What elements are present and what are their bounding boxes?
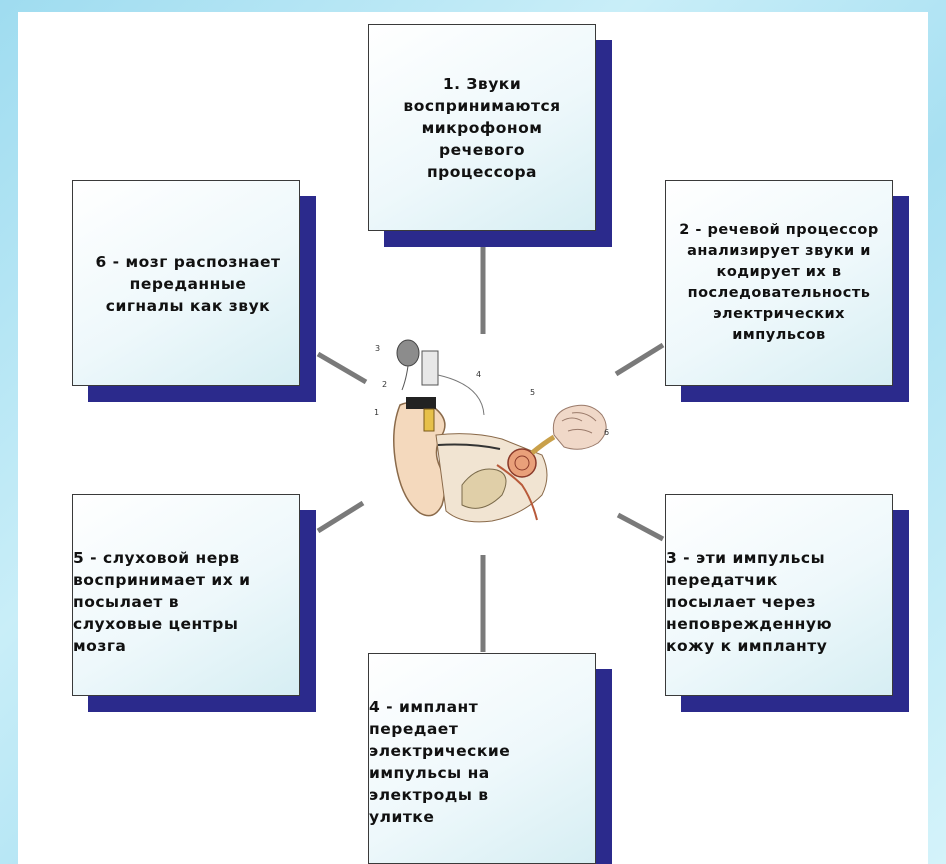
step-2-line: электрических xyxy=(713,304,845,325)
step-5-line: 5 - слуховой нерв xyxy=(73,547,240,569)
connector-5 xyxy=(318,503,363,531)
step-5-line: мозга xyxy=(73,635,126,657)
step-6-line: сигналы как звук xyxy=(102,295,270,317)
callout-label: 2 xyxy=(382,380,387,389)
step-1-line: речевого xyxy=(439,139,525,161)
step-6-line: переданные xyxy=(126,273,247,295)
step-2-line: кодирует их в xyxy=(716,262,841,283)
step-3-line: передатчик xyxy=(666,569,778,591)
step-2-line: 2 - речевой процессор xyxy=(679,220,879,241)
callout-label: 5 xyxy=(530,388,535,397)
step-2-line: импульсов xyxy=(732,325,826,346)
step-5-line: воспринимает их и xyxy=(73,569,251,591)
step-5-line: слуховые центры xyxy=(73,613,238,635)
callout-label: 6 xyxy=(604,428,609,437)
step-card-4: 4 - имплант передает электрические импул… xyxy=(368,653,596,864)
step-2-line: анализирует звуки и xyxy=(687,241,871,262)
ear-implant-illustration: 3 2 1 4 5 6 xyxy=(372,335,612,535)
step-6-line: 6 - мозг распознает xyxy=(91,251,280,273)
step-4-line: 4 - имплант xyxy=(369,696,478,718)
step-3-line: посылает через xyxy=(666,591,816,613)
step-2-line: последовательность xyxy=(688,283,871,304)
step-1-line: процессора xyxy=(427,161,537,183)
step-4-line: импульсы на xyxy=(369,762,490,784)
step-card-5: 5 - слуховой нерв воспринимает их и посы… xyxy=(72,494,300,696)
step-1-line: воспринимаются xyxy=(403,95,560,117)
step-card-3: 3 - эти импульсы передатчик посылает чер… xyxy=(665,494,893,696)
step-3-line: кожу к импланту xyxy=(666,635,827,657)
step-3-line: неповрежденную xyxy=(666,613,832,635)
connector-2 xyxy=(616,345,663,374)
step-4-line: улитке xyxy=(369,806,434,828)
transmitter-icon xyxy=(422,351,438,385)
connector-3 xyxy=(618,515,663,539)
step-4-line: электрические xyxy=(369,740,510,762)
step-card-2: 2 - речевой процессор анализирует звуки … xyxy=(665,180,893,386)
brain-icon xyxy=(553,405,606,449)
callout-label: 4 xyxy=(476,370,481,379)
step-4-line: электроды в xyxy=(369,784,489,806)
callout-label: 1 xyxy=(374,408,379,417)
step-card-6: 6 - мозг распознает переданные сигналы к… xyxy=(72,180,300,386)
step-5-line: посылает в xyxy=(73,591,179,613)
connector-6 xyxy=(318,354,366,382)
step-1-line: микрофоном xyxy=(422,117,543,139)
step-3-line: 3 - эти импульсы xyxy=(666,547,825,569)
outer-ear-icon xyxy=(394,402,445,516)
step-4-line: передает xyxy=(369,718,458,740)
processor-disc-icon xyxy=(397,340,419,366)
step-1-line: 1. Звуки xyxy=(443,73,521,95)
step-card-1: 1. Звуки воспринимаются микрофоном речев… xyxy=(368,24,596,231)
callout-label: 3 xyxy=(375,344,380,353)
cochlea-icon xyxy=(508,449,536,477)
